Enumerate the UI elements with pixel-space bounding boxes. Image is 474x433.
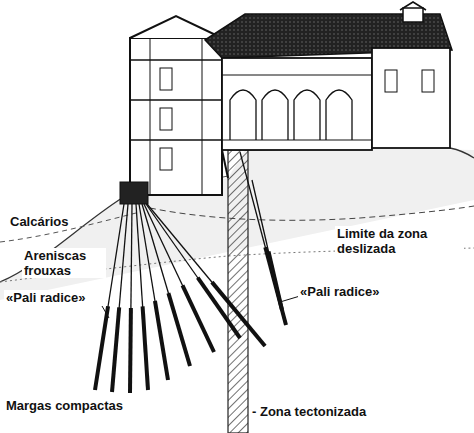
pile-line	[146, 204, 240, 338]
pile-line	[136, 204, 148, 390]
pile-label: «Pali radice»	[298, 284, 382, 299]
pile-grout	[212, 282, 265, 346]
zone-label: - Zona tectonizada	[250, 404, 368, 419]
pile-grout	[112, 307, 119, 392]
pile-grout	[168, 293, 190, 366]
zone-label: Limite da zona deslizada	[335, 226, 464, 256]
pile-line	[252, 180, 282, 310]
layer-label: Calcários	[8, 214, 71, 229]
pile-grout	[95, 306, 108, 390]
pile-grout	[269, 252, 283, 311]
pile-line	[147, 204, 265, 346]
pile-grout	[265, 247, 286, 325]
pile-line	[144, 204, 214, 352]
pile-grout	[128, 308, 133, 393]
pile-label: «Pali radice»	[4, 290, 88, 305]
layer-label: Margas compactas	[4, 398, 125, 413]
pile-line	[130, 204, 132, 393]
pile-line	[240, 152, 286, 325]
pile-grout	[143, 306, 148, 390]
layer-label: Areniscas frouxas	[22, 248, 106, 278]
pile-line	[139, 204, 168, 380]
pile-line	[112, 204, 128, 392]
pile-grout	[155, 301, 168, 380]
